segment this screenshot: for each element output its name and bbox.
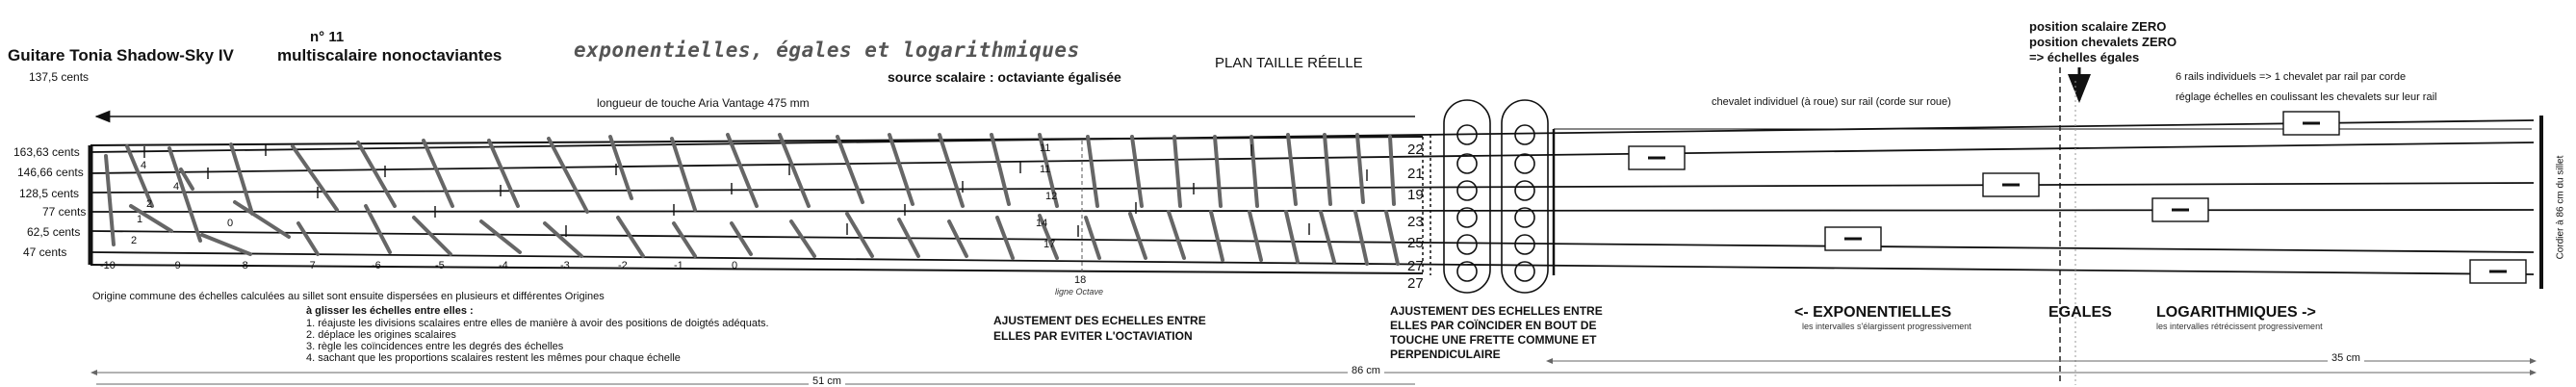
pickup-bridge	[1501, 99, 1549, 294]
right-number: 19	[1407, 187, 1424, 203]
bridge-label: chevalet individuel (à roue) sur rail (c…	[1712, 96, 1951, 108]
dimension-86cm-label: 86 cm	[1348, 365, 1384, 376]
fret-number: -1	[674, 260, 683, 271]
string-cents-2: 146,66 cents	[17, 166, 84, 179]
scale-ref-line1: position scalaire ZERO	[2029, 19, 2167, 34]
source-scale: source scalaire : octaviante égalisée	[888, 69, 1121, 85]
plan-label: PLAN TAILLE RÉELLE	[1215, 55, 1363, 71]
glide-item-3: 3. règle les coïncidences entre les degr…	[306, 341, 564, 352]
inner-number: 1	[137, 214, 143, 225]
cordier-label: Cordier à 86 cm du sillet	[2555, 155, 2566, 260]
inner-number: 4	[141, 160, 147, 171]
inner-number: 12	[1045, 191, 1058, 202]
adjust1-line2: ELLES PAR EVITER L'OCTAVIATION	[993, 329, 1193, 343]
mode-logarithmic: LOGARITHMIQUES ->	[2156, 304, 2316, 321]
dimension-35cm-label: 35 cm	[2328, 352, 2364, 364]
scale-ref-line2: position chevalets ZERO	[2029, 35, 2177, 49]
right-number: 23	[1407, 214, 1424, 230]
fret-number: -3	[560, 260, 570, 271]
string-cents-1: 163,63 cents	[13, 145, 80, 159]
inner-number: 17	[1043, 239, 1056, 250]
fret-number: -4	[499, 260, 508, 271]
rails-line1: 6 rails individuels => 1 chevalet par ra…	[2176, 71, 2407, 83]
right-number: 27	[1407, 275, 1424, 292]
mode-equal: EGALES	[2048, 304, 2112, 321]
adjust2-line4: PERPENDICULAIRE	[1390, 348, 1501, 361]
adjust2-line3: TOUCHE UNE FRETTE COMMUNE ET	[1390, 333, 1597, 347]
saddles	[1628, 111, 2527, 284]
string-cents-5: 62,5 cents	[27, 225, 81, 239]
right-number: 27	[1407, 258, 1424, 274]
string-cents-6: 47 cents	[23, 245, 67, 259]
fret-number: -2	[618, 260, 628, 271]
fret-number: -8	[239, 260, 248, 271]
adjust2-line2: ELLES PAR COÏNCIDER EN BOUT DE	[1390, 319, 1597, 332]
top-cents-label: 137,5 cents	[29, 70, 90, 84]
fret-number: -10	[100, 260, 116, 271]
inner-number: 4	[173, 181, 180, 193]
dimension-51cm-label: 51 cm	[809, 375, 845, 387]
mode-logarithmic-sub: les intervalles rétrécissent progressive…	[2156, 322, 2323, 331]
mode-exponential: <- EXPONENTIELLES	[1794, 304, 1952, 321]
adjust1-line1: AJUSTEMENT DES ECHELLES ENTRE	[993, 314, 1206, 327]
octave-label: ligne Octave	[1055, 287, 1104, 297]
origin-note: Origine commune des échelles calculées a…	[92, 291, 605, 302]
inner-number: 2	[131, 235, 138, 246]
diagram-title-italic: exponentielles, égales et logarithmiques	[574, 39, 1080, 62]
right-number: 25	[1407, 235, 1424, 251]
mode-exponential-sub: les intervalles s'élargissent progressiv…	[1802, 322, 1971, 331]
fret-number: 0	[732, 260, 738, 271]
fret-number: -9	[171, 260, 181, 271]
glide-item-2: 2. déplace les origines scalaires	[306, 329, 456, 341]
fret-number: -7	[306, 260, 316, 271]
string-cents-4: 77 cents	[42, 205, 87, 219]
fret-number: 18	[1074, 274, 1087, 286]
glide-item-4: 4. sachant que les proportions scalaires…	[306, 352, 681, 364]
diagram-title-suffix: multiscalaire nonoctaviantes	[277, 46, 502, 64]
right-number: 21	[1407, 166, 1424, 182]
neck-length-label: longueur de touche Aria Vantage 475 mm	[597, 96, 810, 110]
inner-number: 0	[227, 218, 234, 229]
adjust2-line1: AJUSTEMENT DES ECHELLES ENTRE	[1390, 304, 1603, 318]
pickup-neck	[1443, 99, 1491, 294]
string-cents-3: 128,5 cents	[19, 187, 80, 200]
fret-number: -5	[435, 260, 445, 271]
fret-number: -6	[372, 260, 381, 271]
rails-line2: réglage échelles en coulissant les cheva…	[2176, 91, 2437, 103]
inner-number: 11	[1040, 142, 1051, 154]
glide-title: à glisser les échelles entre elles :	[306, 305, 474, 317]
inner-number: 11	[1040, 164, 1051, 175]
diagram-number: n° 11	[310, 29, 345, 45]
inner-number: 2	[146, 198, 153, 210]
inner-number: 14	[1036, 218, 1048, 229]
scale-ref-line3: => échelles égales	[2029, 50, 2140, 64]
strings	[90, 119, 2535, 275]
glide-item-1: 1. réajuste les divisions scalaires entr…	[306, 318, 769, 329]
fret-segments	[104, 133, 1400, 266]
diagram-title: Guitare Tonia Shadow-Sky IV	[8, 46, 234, 64]
right-number: 22	[1407, 142, 1424, 158]
fret-ticks	[143, 144, 1368, 237]
